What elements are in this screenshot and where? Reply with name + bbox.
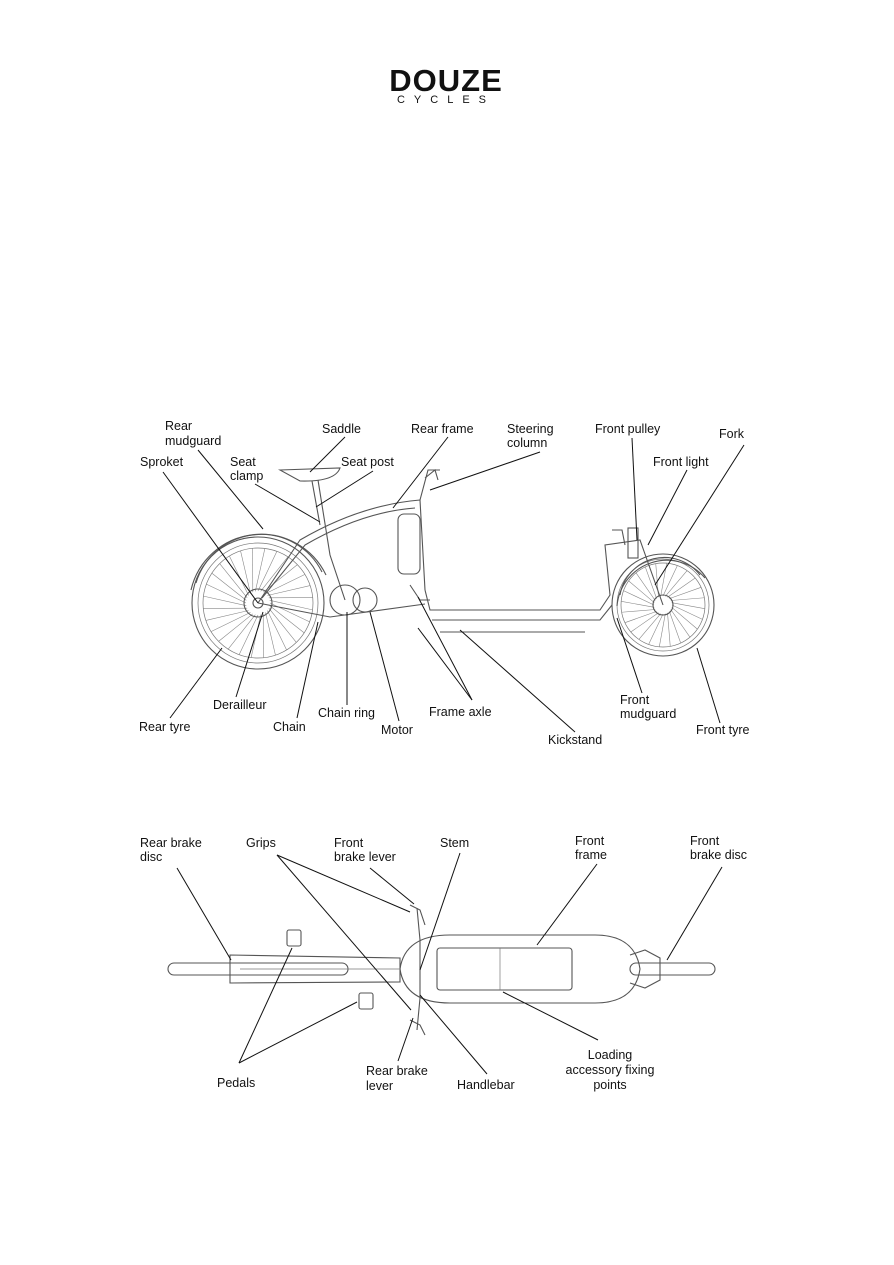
label-handlebar: Handlebar: [457, 1078, 515, 1092]
label-steering-column-2: column: [507, 436, 547, 450]
label-loading-points-2: accessory fixing: [566, 1063, 655, 1077]
douze-cycles-logo: DOUZE CYCLES: [389, 63, 503, 106]
label-rear-tyre: Rear tyre: [139, 720, 190, 734]
side-view-bike-drawing: [190, 467, 715, 670]
label-rear-frame: Rear frame: [411, 422, 474, 436]
label-saddle: Saddle: [322, 422, 361, 436]
label-rear-mudguard-1: Rear: [165, 419, 192, 433]
label-stem: Stem: [440, 836, 469, 850]
label-motor: Motor: [381, 723, 413, 737]
label-front-brake-lever-2: brake lever: [334, 850, 396, 864]
label-rear-brake-disc-2: disc: [140, 850, 162, 864]
label-steering-column-1: Steering: [507, 422, 554, 436]
label-front-tyre: Front tyre: [696, 723, 750, 737]
label-grips: Grips: [246, 836, 276, 850]
side-view-leader-lines: [162, 436, 745, 733]
label-rear-brake-lever-2: lever: [366, 1079, 393, 1093]
label-front-mudguard-2: mudguard: [620, 707, 676, 721]
label-fork: Fork: [719, 427, 745, 441]
label-seat-post: Seat post: [341, 455, 394, 469]
label-front-brake-lever-1: Front: [334, 836, 364, 850]
label-seat-clamp-1: Seat: [230, 455, 256, 469]
label-chain: Chain: [273, 720, 306, 734]
top-view-bike-drawing: [167, 904, 716, 1036]
label-front-mudguard-1: Front: [620, 693, 650, 707]
top-view-leader-lines: [176, 852, 723, 1075]
label-kickstand: Kickstand: [548, 733, 602, 747]
label-sproket: Sproket: [140, 455, 184, 469]
side-view-labels: Rear mudguard Saddle Rear frame Steering…: [139, 419, 750, 747]
label-front-light: Front light: [653, 455, 709, 469]
label-front-pulley: Front pulley: [595, 422, 661, 436]
label-seat-clamp-2: clamp: [230, 469, 263, 483]
label-front-brake-disc-2: brake disc: [690, 848, 747, 862]
label-front-brake-disc-1: Front: [690, 834, 720, 848]
label-front-frame-2: frame: [575, 848, 607, 862]
label-rear-brake-disc-1: Rear brake: [140, 836, 202, 850]
label-loading-points-3: points: [593, 1078, 626, 1092]
label-front-frame-1: Front: [575, 834, 605, 848]
label-rear-brake-lever-1: Rear brake: [366, 1064, 428, 1078]
label-frame-axle: Frame axle: [429, 705, 492, 719]
label-derailleur: Derailleur: [213, 698, 267, 712]
label-chain-ring: Chain ring: [318, 706, 375, 720]
label-rear-mudguard-2: mudguard: [165, 434, 221, 448]
top-view-labels: Rear brake disc Grips Front brake lever …: [140, 834, 747, 1093]
brand-name: DOUZE: [389, 63, 503, 98]
brand-sub: CYCLES: [397, 94, 495, 106]
label-loading-points-1: Loading: [588, 1048, 633, 1062]
label-pedals: Pedals: [217, 1076, 255, 1090]
